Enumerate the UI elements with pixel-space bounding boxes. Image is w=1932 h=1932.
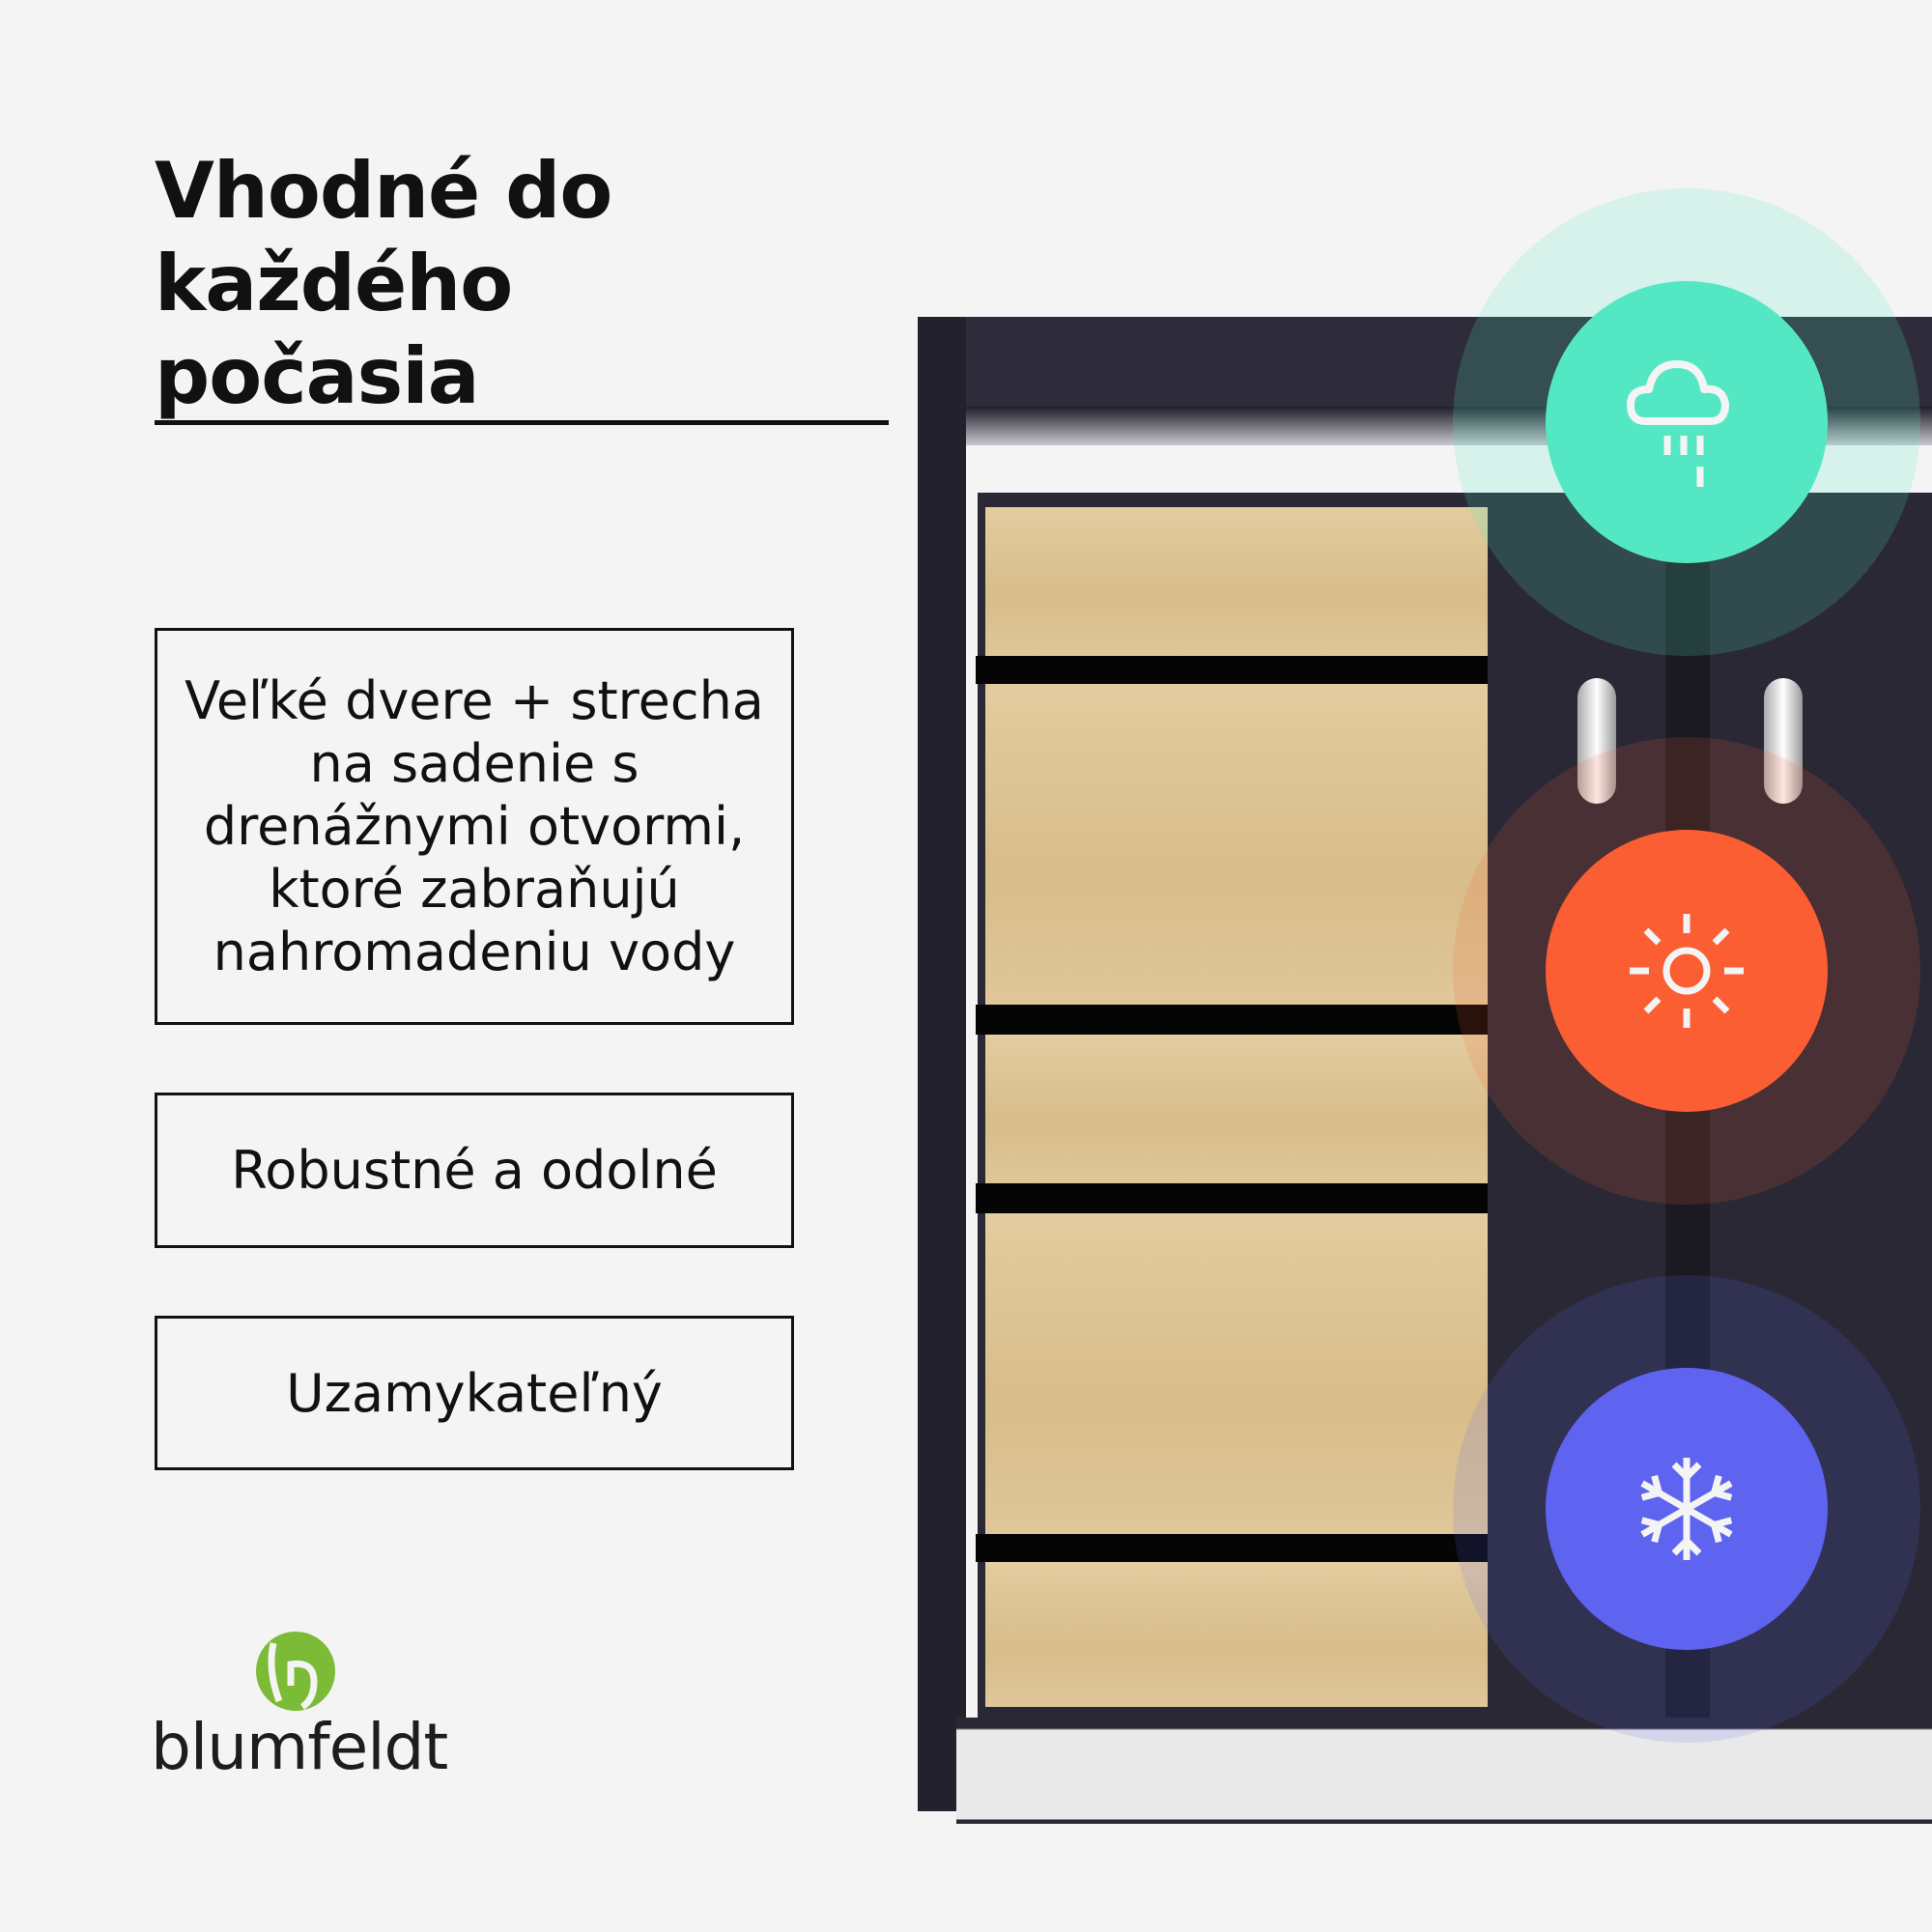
feature-box-doors: Veľké dvere + strecha na sadenie s drená… [155, 628, 794, 1025]
title-line-1: Vhodné do každého [155, 146, 612, 328]
feature-text: Uzamykateľný [286, 1362, 663, 1424]
door-handle [1764, 678, 1803, 804]
door-handle [1577, 678, 1616, 804]
feature-text: Veľké dvere + strecha na sadenie s drená… [185, 670, 764, 982]
snowflake-icon [1546, 1458, 1828, 1560]
wood-plank [985, 1213, 1488, 1534]
page-title: Vhodné do každého počasia [155, 145, 927, 423]
sun-icon [1630, 914, 1744, 1028]
feature-box-robust: Robustné a odolné [155, 1093, 794, 1248]
divider [155, 420, 889, 425]
sun-badge [1546, 830, 1828, 1112]
wood-plank [985, 684, 1488, 1005]
wood-plank [985, 1035, 1488, 1183]
snow-badge [1546, 1368, 1828, 1650]
brand-name: blumfeldt [151, 1710, 448, 1784]
wood-plank [985, 507, 1488, 656]
feature-box-lockable: Uzamykateľný [155, 1316, 794, 1470]
wood-plank [985, 1562, 1488, 1707]
cloud-rain-icon [1627, 360, 1729, 487]
brand-logo-icon [256, 1632, 335, 1711]
title-line-2: počasia [155, 331, 480, 421]
rain-badge [1546, 281, 1828, 563]
feature-text: Robustné a odolné [231, 1140, 718, 1201]
